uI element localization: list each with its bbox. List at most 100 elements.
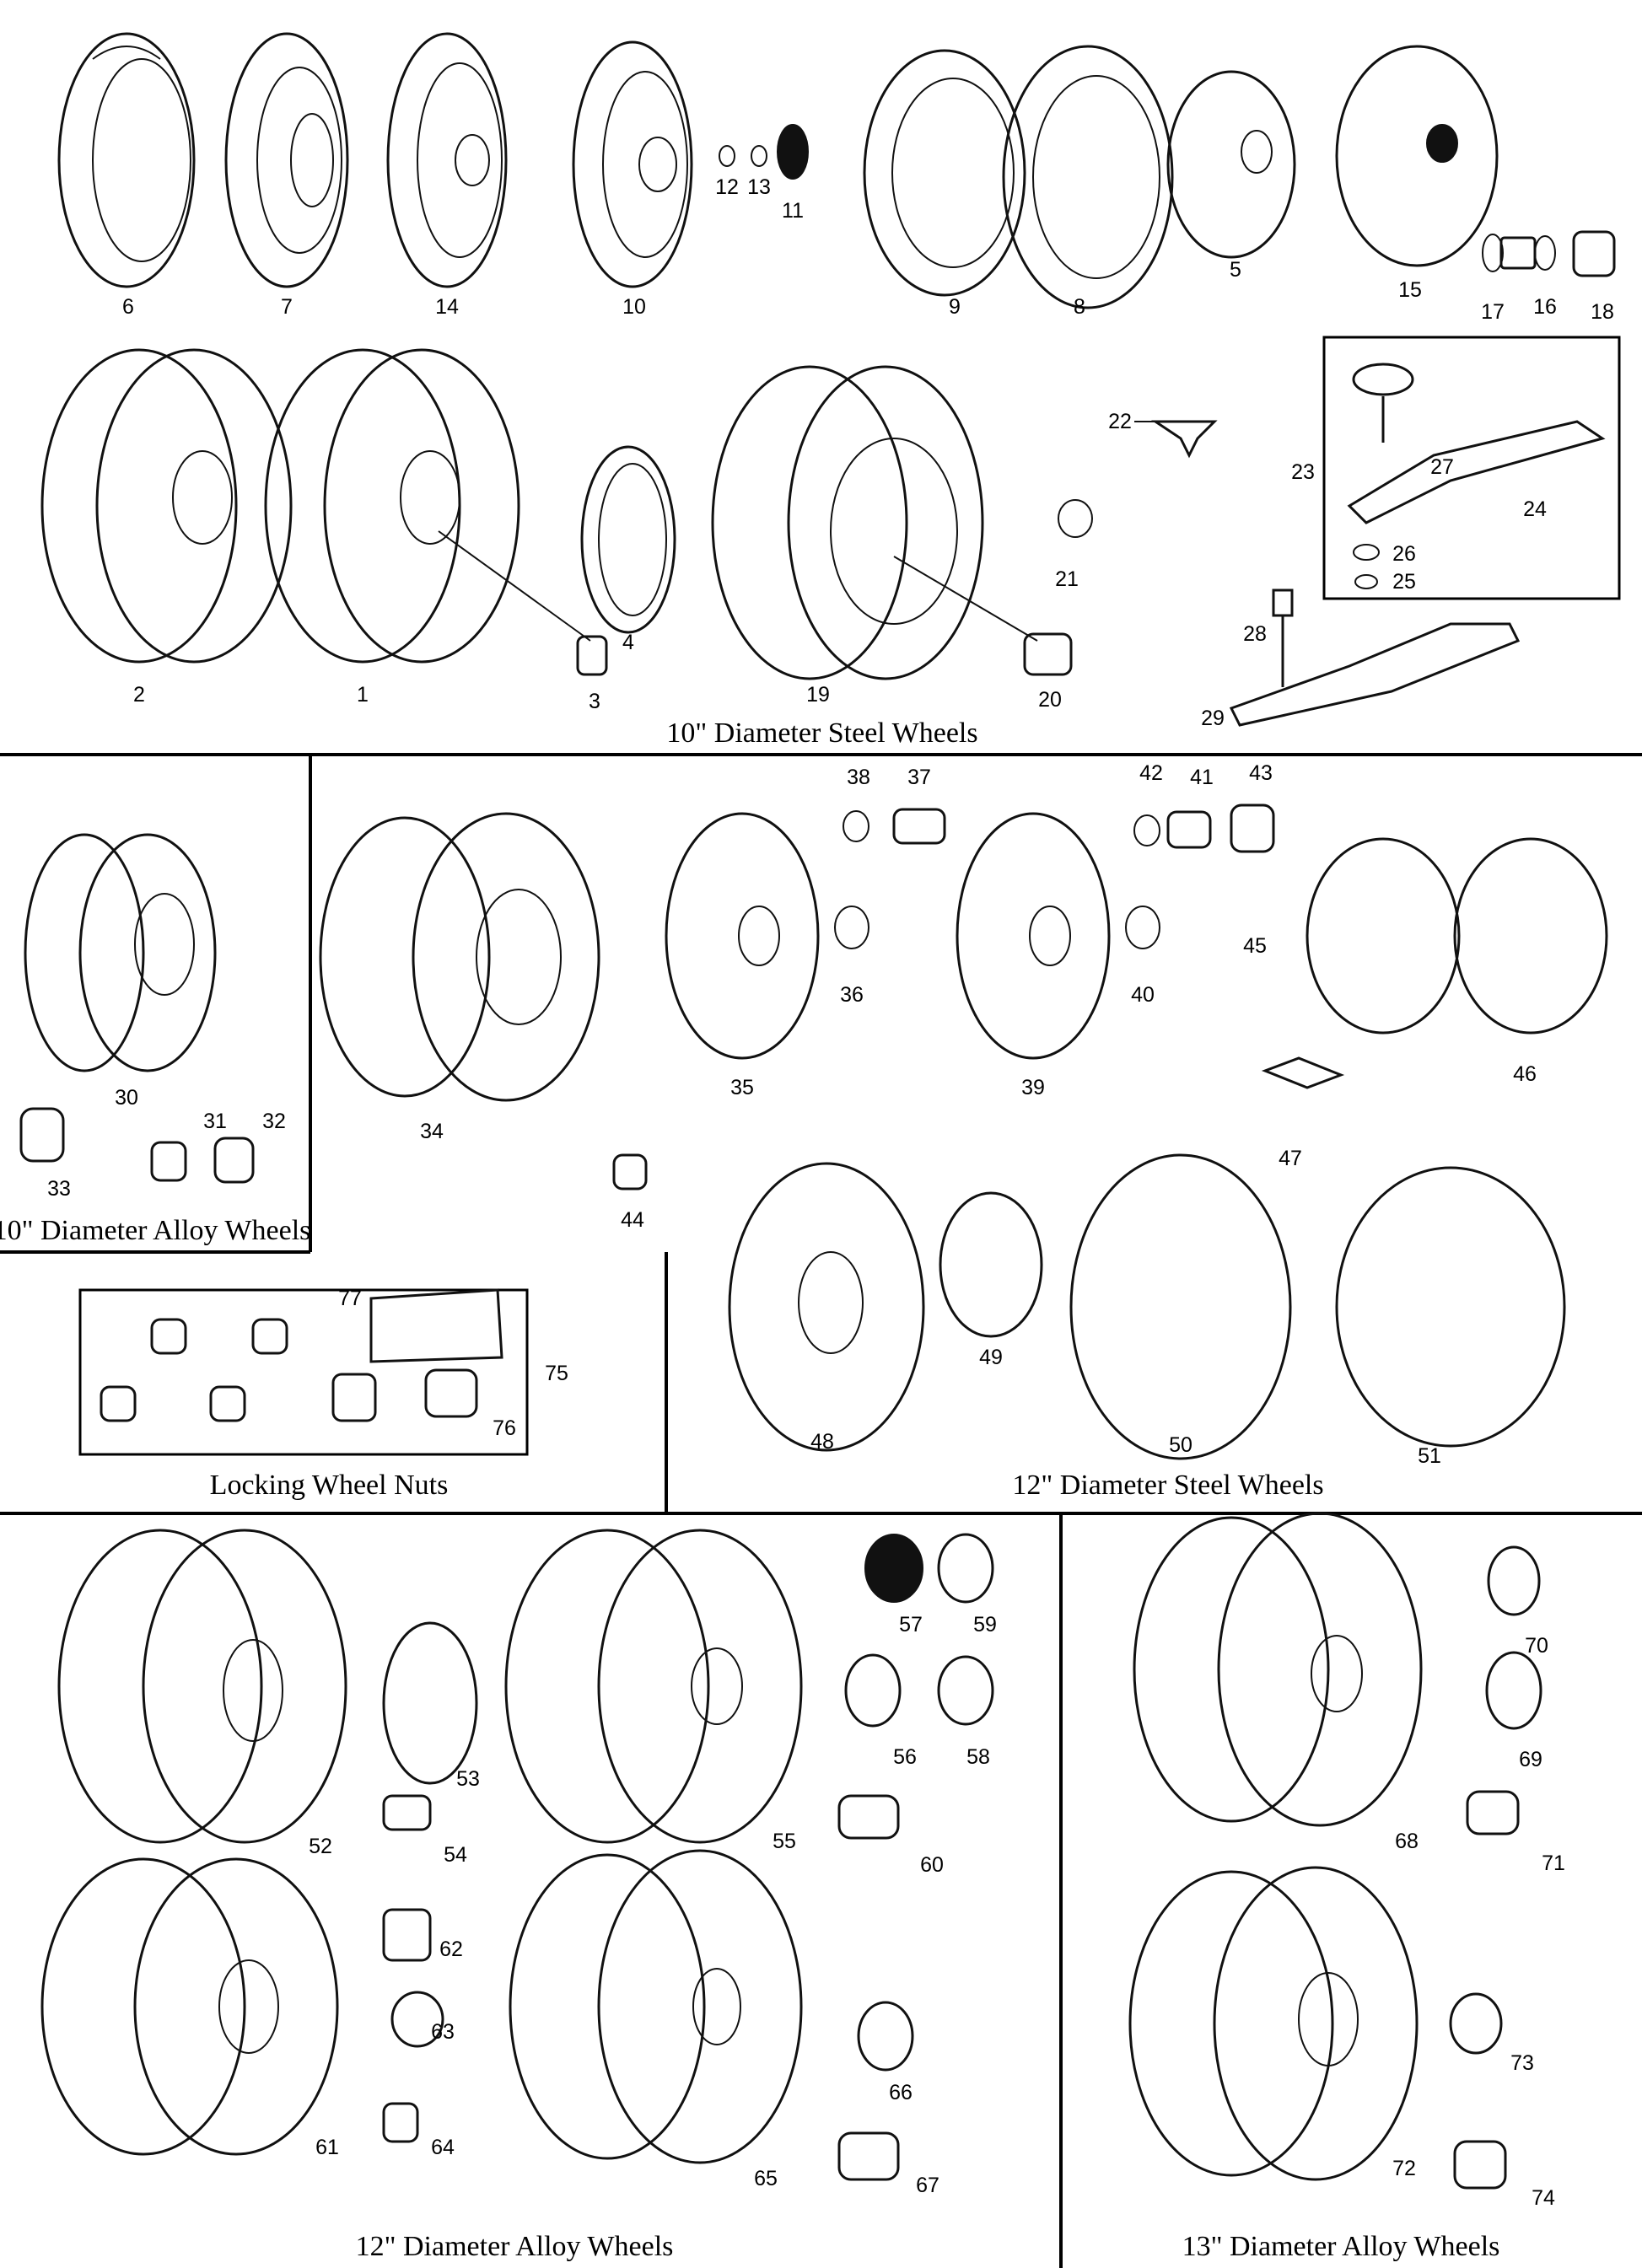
trim-51 [1335, 1166, 1566, 1448]
part-number-41: 41 [1190, 766, 1214, 789]
part-number-36: 36 [840, 983, 864, 1007]
spare-clamp-box [1322, 336, 1621, 600]
nut-54 [382, 1794, 432, 1831]
part-number-38: 38 [847, 766, 870, 789]
part-number-64: 64 [431, 2136, 455, 2159]
locking-nuts-box [78, 1288, 529, 1456]
part-number-20: 20 [1038, 688, 1062, 712]
part-number-43: 43 [1249, 761, 1273, 785]
part-number-14: 14 [435, 295, 459, 319]
part-number-50: 50 [1169, 1433, 1192, 1457]
part-number-26: 26 [1392, 542, 1416, 566]
nut-44 [612, 1153, 648, 1190]
part-number-30: 30 [115, 1086, 138, 1110]
badge-parts-11-12-13 [719, 124, 809, 180]
part-number-33: 33 [47, 1177, 71, 1201]
wheel-trim-35 [665, 812, 820, 1060]
cap-66 [857, 2001, 914, 2072]
hubcap-5 [1166, 70, 1296, 259]
part-number-62: 62 [439, 1937, 463, 1961]
part-number-35: 35 [730, 1076, 754, 1099]
alloy-wheel-65 [509, 1849, 803, 2164]
rim-embellisher-8 [1002, 45, 1174, 309]
part-number-70: 70 [1525, 1634, 1548, 1658]
part-number-15: 15 [1398, 278, 1422, 302]
nut-parts-37-38 [843, 808, 946, 845]
part-number-61: 61 [315, 2136, 339, 2159]
spare-clamp-22 [1134, 420, 1218, 459]
part-number-74: 74 [1532, 2186, 1555, 2210]
nut-64 [382, 2102, 419, 2143]
part-number-8: 8 [1074, 295, 1085, 319]
alloy-wheel-30 [24, 833, 217, 1072]
part-number-76: 76 [493, 1416, 516, 1440]
part-number-7: 7 [281, 295, 293, 319]
part-number-46: 46 [1513, 1062, 1537, 1086]
part-number-21: 21 [1055, 567, 1079, 591]
part-number-56: 56 [893, 1745, 917, 1769]
alloy-wheel-68 [1133, 1512, 1423, 1827]
part-number-60: 60 [920, 1853, 944, 1877]
title-12in-alloy-wheels: 12" Diameter Alloy Wheels [356, 2231, 674, 2262]
washer-21 [1058, 499, 1093, 538]
part-number-53: 53 [456, 1767, 480, 1791]
part-number-77: 77 [338, 1287, 362, 1310]
trim-50 [1069, 1153, 1292, 1460]
part-number-22: 22 [1108, 410, 1132, 433]
part-number-13: 13 [747, 175, 771, 199]
part-number-55: 55 [773, 1830, 796, 1853]
part-number-32: 32 [262, 1110, 286, 1133]
part-number-48: 48 [810, 1430, 834, 1454]
nut-67 [837, 2131, 900, 2181]
part-number-69: 69 [1519, 1748, 1542, 1771]
title-10in-alloy-wheels: 10" Diameter Alloy Wheels [0, 1215, 310, 1246]
cap-53 [382, 1621, 478, 1785]
centre-cap-45 [1306, 837, 1461, 1035]
centre-40 [1125, 906, 1160, 949]
hubcap-14 [386, 32, 508, 288]
part-number-54: 54 [444, 1843, 467, 1867]
part-number-4: 4 [622, 631, 634, 654]
caps-69-70 [1485, 1545, 1542, 1730]
alloy-parts-31-32-33 [19, 1107, 255, 1184]
part-number-57: 57 [899, 1613, 923, 1637]
nut-parts-16-17-18 [1482, 230, 1616, 277]
trim-48 [728, 1162, 925, 1452]
caps-56-57-58-59 [844, 1533, 994, 1728]
part-number-2: 2 [133, 683, 145, 707]
nut-74 [1453, 2140, 1507, 2190]
part-number-27: 27 [1430, 455, 1454, 479]
part-number-31: 31 [203, 1110, 227, 1133]
part-number-17: 17 [1481, 300, 1505, 324]
alloy-wheel-72 [1128, 1866, 1419, 2181]
part-number-11: 11 [782, 199, 804, 223]
wheel-trim-15 [1335, 45, 1499, 267]
title-locking-wheel-nuts: Locking Wheel Nuts [210, 1470, 449, 1501]
part-number-6: 6 [122, 295, 134, 319]
hubcap-6 [57, 32, 196, 288]
part-number-9: 9 [949, 295, 961, 319]
part-number-18: 18 [1591, 300, 1614, 324]
part-number-72: 72 [1392, 2157, 1416, 2180]
title-12in-steel-wheels: 12" Diameter Steel Wheels [1012, 1470, 1323, 1501]
part-number-65: 65 [754, 2167, 778, 2190]
rim-embellisher-9 [863, 49, 1026, 297]
trim-ring-4 [580, 445, 676, 634]
part-number-75: 75 [545, 1362, 568, 1385]
part-number-37: 37 [907, 766, 931, 789]
part-number-51: 51 [1418, 1444, 1441, 1468]
part-number-40: 40 [1131, 983, 1155, 1007]
hubcap-10 [572, 40, 693, 288]
part-number-29: 29 [1201, 707, 1225, 730]
part-number-12: 12 [715, 175, 739, 199]
steel-wheel-2 [40, 348, 293, 664]
title-10in-steel-wheels: 10" Diameter Steel Wheels [666, 717, 977, 749]
alloy-wheel-61 [40, 1857, 339, 2156]
part-number-24: 24 [1523, 497, 1547, 521]
part-number-44: 44 [621, 1208, 644, 1232]
hubcap-7 [224, 32, 349, 288]
clip-47 [1261, 1056, 1345, 1089]
part-number-39: 39 [1021, 1076, 1045, 1099]
centre-cap-46 [1453, 837, 1608, 1035]
